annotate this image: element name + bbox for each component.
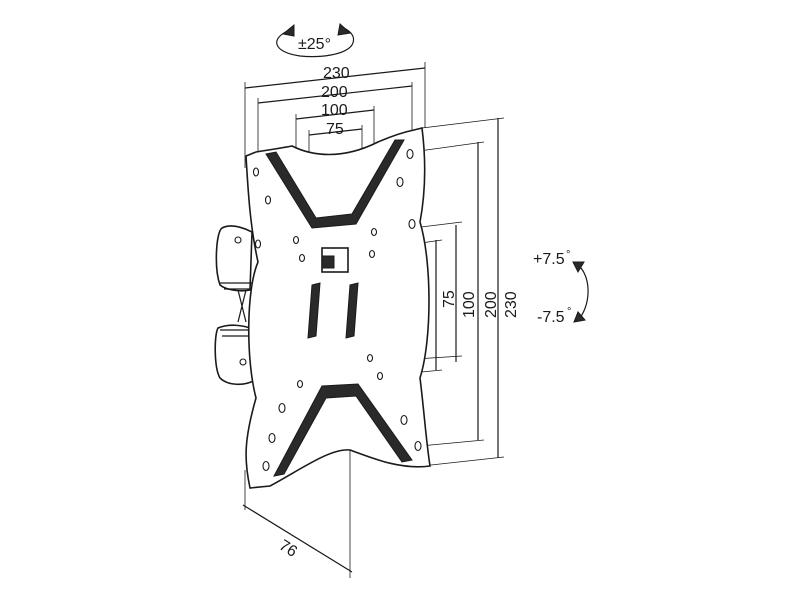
- tilt-arrow-down-icon: [573, 311, 586, 323]
- swivel-indicator: ±25°: [276, 23, 355, 58]
- tilt-plus-label: +7.5: [533, 251, 565, 268]
- tilt-indicator: +7.5 ° -7.5 °: [533, 249, 589, 326]
- depth-dimension: 76: [242, 450, 353, 578]
- vertical-dimensions: 75 100 200 230: [367, 117, 520, 467]
- depth-label: 76: [276, 537, 300, 561]
- dim-h-75: 75: [326, 121, 344, 138]
- tilt-plus-degree: °: [566, 249, 570, 261]
- dim-v-230: 230: [503, 291, 520, 318]
- tilt-arrow-up-icon: [572, 261, 585, 274]
- swivel-arrow-right-icon: [337, 23, 352, 36]
- tilt-minus-degree: °: [567, 306, 571, 318]
- dim-h-100: 100: [321, 102, 348, 119]
- dim-v-200: 200: [483, 291, 500, 318]
- dim-h-230: 230: [323, 65, 350, 82]
- tilt-arc-icon: [577, 264, 589, 319]
- dim-v-100: 100: [461, 291, 478, 318]
- dim-v-75: 75: [441, 290, 458, 308]
- swivel-arrow-left-icon: [281, 23, 295, 37]
- vesa-plate: [245, 127, 431, 489]
- swivel-arc-icon: [276, 27, 355, 58]
- wall-plate: [214, 225, 262, 386]
- swivel-label: ±25°: [298, 36, 331, 53]
- dim-h-200: 200: [321, 84, 348, 101]
- tilt-minus-label: -7.5: [537, 309, 565, 326]
